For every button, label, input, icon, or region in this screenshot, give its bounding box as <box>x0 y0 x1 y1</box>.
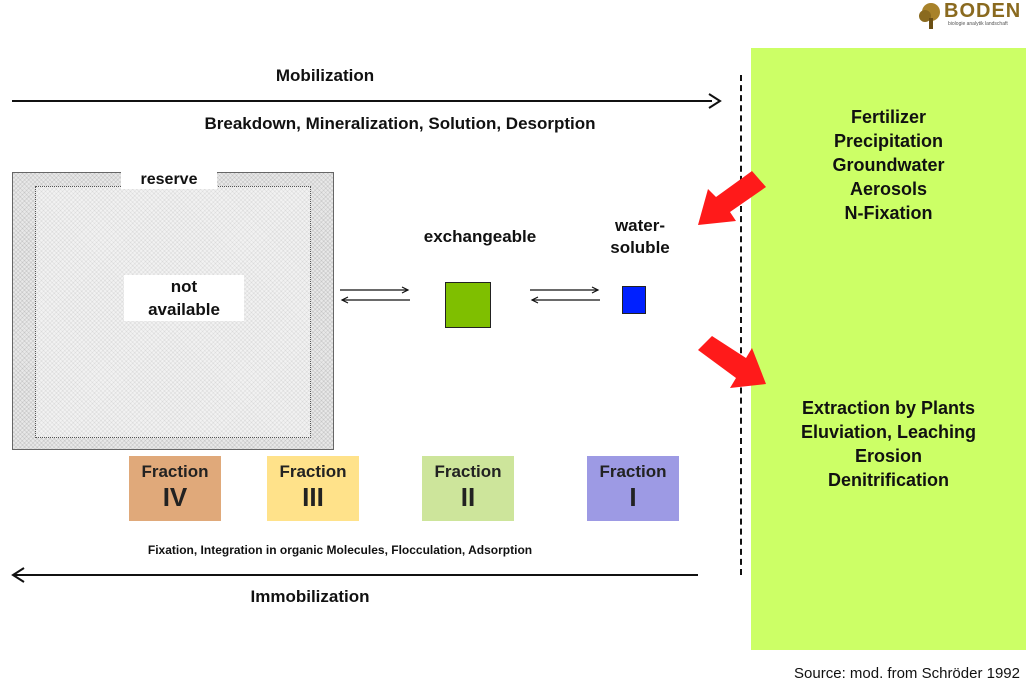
logo-tree-icon <box>919 3 940 29</box>
input-item: Fertilizer <box>850 107 927 127</box>
immobilization-arrowhead-icon <box>11 567 25 583</box>
reserve-inner-box: not available <box>35 186 311 438</box>
inputs-list: Fertilizer Precipitation Groundwater Aer… <box>751 105 1026 225</box>
fraction-word: Fraction <box>599 462 667 481</box>
fraction-i-box: Fraction I <box>587 456 679 521</box>
water-soluble-label: water- soluble <box>590 215 690 259</box>
fraction-word: Fraction <box>141 462 209 481</box>
fraction-numeral: III <box>302 482 324 512</box>
not-available-line1: not <box>170 277 198 296</box>
water-soluble-square <box>622 286 646 314</box>
logo-wordmark: BODEN <box>944 0 1022 22</box>
water-soluble-line1: water- <box>614 216 666 235</box>
input-item: Aerosols <box>849 179 928 199</box>
output-item: Denitrification <box>827 470 949 490</box>
immobilization-subtitle: Fixation, Integration in organic Molecul… <box>147 543 533 557</box>
equilibrium-arrows-icon <box>340 286 410 304</box>
fraction-ii-box: Fraction II <box>422 456 514 521</box>
output-item: Extraction by Plants <box>801 398 976 418</box>
input-item: N-Fixation <box>844 203 933 223</box>
water-soluble-line2: soluble <box>610 238 670 257</box>
mobilization-arrowhead-icon <box>708 93 722 109</box>
external-flux-panel: Fertilizer Precipitation Groundwater Aer… <box>751 48 1026 650</box>
output-item: Eluviation, Leaching <box>800 422 977 442</box>
boden-logo: BODEN biologie analytik landschaft <box>918 0 1026 32</box>
fraction-numeral: I <box>629 482 637 512</box>
input-item: Precipitation <box>833 131 944 151</box>
not-available-label: not available <box>124 275 244 321</box>
immobilization-title: Immobilization <box>250 587 370 606</box>
input-item: Groundwater <box>832 155 945 175</box>
reserve-label: reserve <box>121 171 217 189</box>
equilibrium-arrows-icon <box>530 286 600 304</box>
outputs-list: Extraction by Plants Eluviation, Leachin… <box>751 396 1026 492</box>
exchangeable-label: exchangeable <box>423 227 537 246</box>
logo-tagline: biologie analytik landschaft <box>948 21 1008 27</box>
immobilization-arrow-line <box>14 574 698 576</box>
system-boundary-line <box>740 75 742 575</box>
source-caption: Source: mod. from Schröder 1992 <box>794 665 1020 682</box>
fraction-numeral: IV <box>162 482 188 512</box>
mobilization-title: Mobilization <box>275 66 375 85</box>
output-item: Erosion <box>854 446 922 466</box>
fraction-iii-box: Fraction III <box>267 456 359 521</box>
fraction-word: Fraction <box>279 462 347 481</box>
mobilization-arrow-line <box>12 100 712 102</box>
reserve-box: not available reserve <box>12 171 334 450</box>
input-red-arrow-icon <box>698 171 766 225</box>
fraction-iv-box: Fraction IV <box>129 456 221 521</box>
exchangeable-square <box>445 282 491 328</box>
not-available-line2: available <box>148 300 220 319</box>
fraction-word: Fraction <box>434 462 502 481</box>
mobilization-subtitle: Breakdown, Mineralization, Solution, Des… <box>204 114 596 133</box>
output-red-arrow-icon <box>698 336 766 388</box>
fraction-numeral: II <box>460 482 476 512</box>
